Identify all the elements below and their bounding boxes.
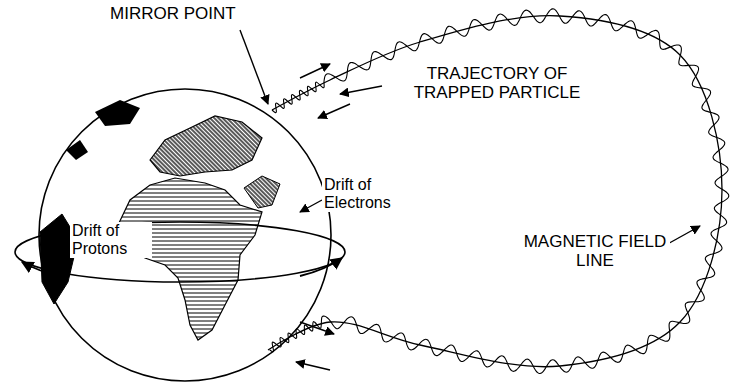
island	[66, 140, 88, 160]
bounce-arrow	[318, 104, 350, 118]
leader-line	[300, 200, 322, 212]
earth-globe	[39, 89, 331, 381]
drift-label: Drift of Protons	[70, 222, 152, 258]
proton-drift-arrow	[22, 262, 60, 276]
electron-drift-arrow	[300, 258, 342, 276]
bounce-arrow	[296, 362, 330, 370]
greenland	[95, 100, 140, 126]
africa	[118, 178, 262, 340]
field-line	[268, 16, 722, 367]
europe	[150, 116, 262, 176]
leader-line	[240, 30, 268, 104]
drift-label: Drift of Electrons	[322, 176, 428, 212]
leader-line	[340, 86, 382, 94]
arabia	[244, 176, 280, 208]
particle-trajectory	[270, 9, 729, 374]
trajectory-label: TRAJECTORY OF TRAPPED PARTICLE	[386, 64, 608, 102]
mirror-label: MIRROR POINT	[108, 4, 238, 23]
field-line-label: MAGNETIC FIELD LINE	[520, 232, 670, 270]
drift-orbit	[15, 222, 345, 282]
